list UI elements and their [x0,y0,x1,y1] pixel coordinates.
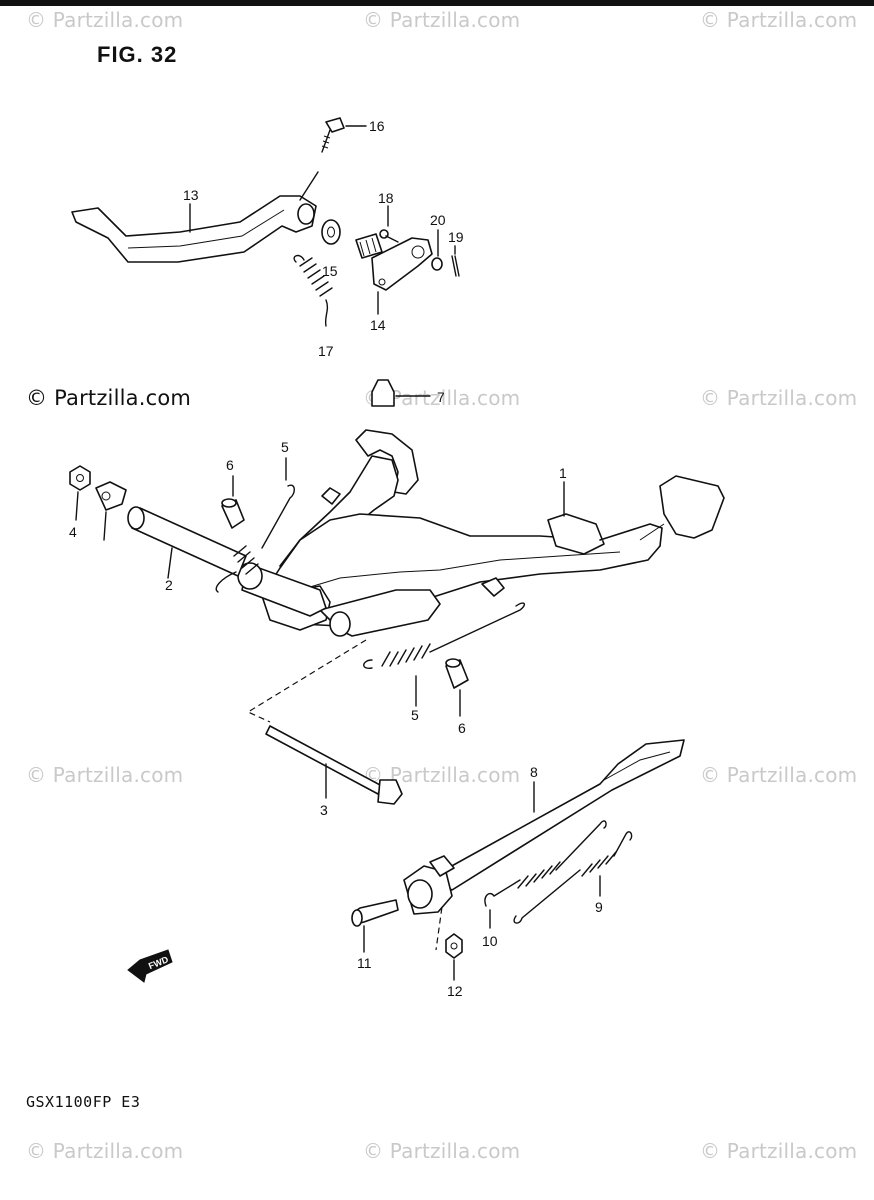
callout-6-upper: 6 [226,457,234,473]
callout-8: 8 [530,764,538,780]
watermark: © Partzilla.com [26,763,184,787]
callout-17: 17 [318,343,334,359]
part-16-bolt [321,117,345,153]
part-2-pivot-tube [127,506,247,579]
part-19-cotter-pin [451,255,460,277]
callout-12: 12 [447,983,463,999]
callout-20: 20 [430,212,446,228]
watermark-prominent: © Partzilla.com [26,386,192,410]
part-9-spring [513,831,633,924]
part-17-spring [293,254,333,327]
figure-title: FIG. 32 [97,42,178,67]
part-6-bushing-lower [445,658,469,717]
part-12-nut [445,933,463,981]
part-6-bushing-upper [221,475,245,529]
part-7-stopper [371,379,431,407]
callout-11: 11 [357,955,372,971]
part-18-pin [379,229,399,243]
top-border [0,0,874,6]
callout-5-upper: 5 [281,439,289,455]
callout-19: 19 [448,229,464,245]
watermark: © Partzilla.com [700,763,858,787]
callout-6-lower: 6 [458,720,466,736]
part-5-spring-lower [363,602,526,707]
part-collar [95,481,127,541]
part-3-bolt [265,725,403,805]
part-20-nut [431,257,443,271]
part-1-center-stand [237,429,725,637]
part-5-spring-upper [215,457,295,593]
callout-13: 13 [183,187,199,203]
callout-16: 16 [369,118,385,134]
callout-15: 15 [322,263,338,279]
callout-14: 14 [370,317,386,333]
watermark: © Partzilla.com [26,8,184,32]
callout-labels: 1 2 3 4 5 5 6 6 7 8 9 10 11 12 13 14 15 … [69,118,603,999]
callout-4: 4 [69,524,77,540]
callout-1: 1 [559,465,567,481]
watermark: © Partzilla.com [700,8,858,32]
watermark: © Partzilla.com [700,1139,858,1163]
watermark: © Partzilla.com [363,1139,521,1163]
part-10-spring [484,820,607,929]
part-11-bolt [351,899,399,953]
model-code: GSX1100FP E3 [26,1093,141,1111]
part-4-nut [69,465,91,521]
watermark: © Partzilla.com [700,386,858,410]
fwd-arrow-icon [127,949,173,983]
part-15-washer [321,219,341,245]
callout-5-lower: 5 [411,707,419,723]
callout-10: 10 [482,933,498,949]
callout-3: 3 [320,802,328,818]
callout-2: 2 [165,577,173,593]
callout-9: 9 [595,899,603,915]
part-8-side-stand [403,739,685,915]
callout-7: 7 [437,389,445,405]
watermark: © Partzilla.com [26,1139,184,1163]
part-14-shaft [355,233,433,291]
watermark: © Partzilla.com [363,8,521,32]
part-13-brake-pedal [71,171,319,263]
callout-18: 18 [378,190,394,206]
